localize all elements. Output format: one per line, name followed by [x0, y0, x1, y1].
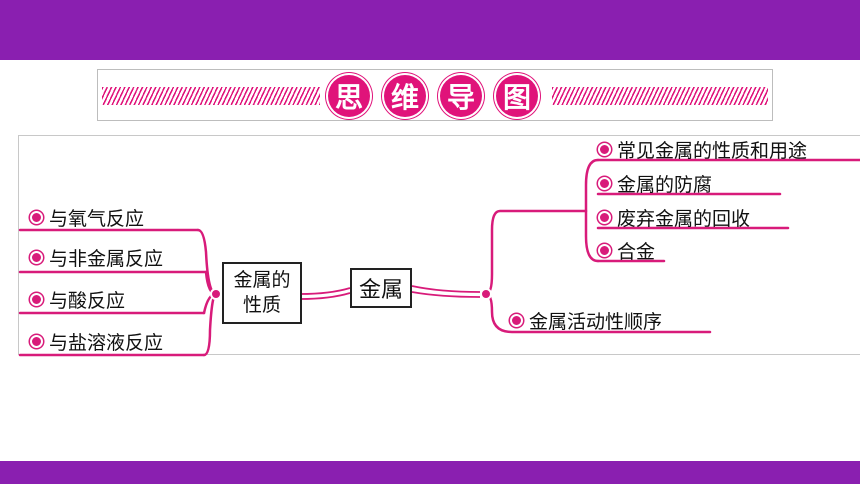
title-char-1: 思 [328, 75, 370, 117]
branch-label: 常见金属的性质和用途 [617, 140, 808, 162]
bullet-dot-icon [598, 177, 611, 190]
banner-hatch-left [102, 87, 320, 105]
bullet-dot-icon [30, 335, 43, 348]
branch-label: 合金 [617, 241, 656, 263]
branch-nonmetal-reaction: 与非金属反应 [30, 244, 163, 271]
bullet-dot-icon [30, 251, 43, 264]
banner-hatch-right [552, 87, 768, 105]
metal-properties-box: 金属的 性质 [222, 262, 302, 324]
branch-corrosion-prevention: 金属的防腐 [598, 170, 712, 197]
branch-acid-reaction: 与酸反应 [30, 286, 125, 313]
branch-recycling: 废弃金属的回收 [598, 204, 750, 231]
branch-label: 金属活动性顺序 [529, 311, 663, 333]
branch-activity-series: 金属活动性顺序 [510, 307, 662, 334]
bullet-dot-icon [30, 211, 43, 224]
bullet-dot-icon [510, 314, 523, 327]
title-char-2: 维 [384, 75, 426, 117]
hub-line-1: 金属的 [233, 269, 291, 291]
branch-alloy: 合金 [598, 237, 655, 264]
bullet-dot-icon [598, 211, 611, 224]
branch-label: 与酸反应 [49, 290, 126, 312]
branch-oxygen-reaction: 与氧气反应 [30, 204, 144, 231]
top-frame-bar [0, 0, 860, 60]
center-topic-box: 金属 [350, 268, 412, 308]
branch-salt-solution-reaction: 与盐溶液反应 [30, 328, 163, 355]
bottom-frame-bar [0, 461, 860, 484]
branch-label: 废弃金属的回收 [617, 208, 751, 230]
branch-properties-uses: 常见金属的性质和用途 [598, 136, 807, 163]
branch-label: 金属的防腐 [617, 174, 713, 196]
title-banner: 思 维 导 图 [97, 69, 773, 121]
bullet-dot-icon [598, 143, 611, 156]
hub-line-2: 性质 [242, 294, 281, 316]
branch-label: 与非金属反应 [49, 248, 164, 270]
bullet-dot-icon [30, 293, 43, 306]
branch-label: 与盐溶液反应 [49, 332, 164, 354]
mindmap-panel [18, 135, 860, 355]
title-char-4: 图 [496, 75, 538, 117]
branch-label: 与氧气反应 [49, 208, 145, 230]
bullet-dot-icon [598, 244, 611, 257]
title-char-3: 导 [440, 75, 482, 117]
